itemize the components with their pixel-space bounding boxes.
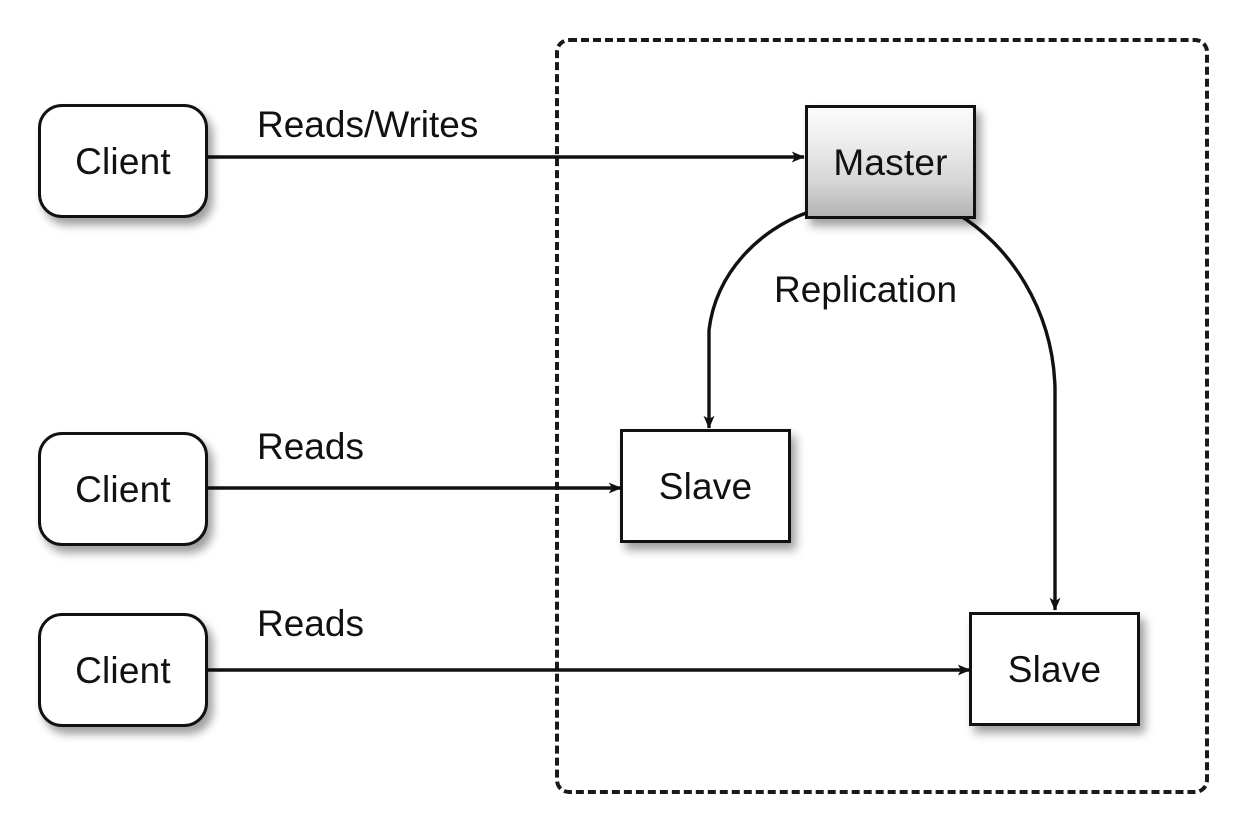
node-master[interactable]: Master <box>805 105 976 219</box>
node-client-2-label: Client <box>75 468 171 510</box>
node-client-3[interactable]: Client <box>38 613 208 727</box>
node-slave-1-label: Slave <box>658 465 753 507</box>
edge-label-reads-slave1: Reads <box>257 426 364 467</box>
node-slave-2[interactable]: Slave <box>969 612 1140 726</box>
node-client-1-label: Client <box>75 140 171 182</box>
node-client-1[interactable]: Client <box>38 104 208 218</box>
edge-label-replication: Replication <box>774 269 958 310</box>
node-client-2[interactable]: Client <box>38 432 208 546</box>
node-master-label: Master <box>833 141 948 183</box>
edge-label-reads-writes: Reads/Writes <box>257 104 479 145</box>
edge-label-reads-slave2: Reads <box>257 603 364 644</box>
node-slave-1[interactable]: Slave <box>620 429 791 543</box>
database-cluster-boundary <box>555 38 1209 794</box>
node-client-3-label: Client <box>75 649 171 691</box>
node-slave-2-label: Slave <box>1007 648 1102 690</box>
